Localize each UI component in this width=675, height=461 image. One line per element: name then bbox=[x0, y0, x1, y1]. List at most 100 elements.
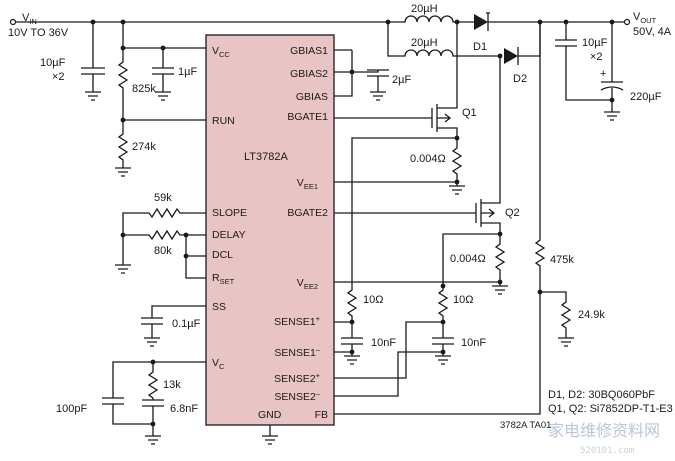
vin-terminal bbox=[9, 18, 17, 26]
ground-icon bbox=[449, 185, 465, 195]
junction-dot bbox=[120, 45, 126, 51]
vin-label: VIN bbox=[22, 12, 37, 26]
r80k-value: 80k bbox=[154, 245, 172, 257]
ic-body bbox=[205, 34, 335, 426]
junction-dot bbox=[440, 349, 446, 355]
junction-dot bbox=[497, 53, 503, 59]
pin-run-label: RUN bbox=[212, 115, 235, 127]
rs1-wire bbox=[451, 138, 463, 186]
r10a-wire bbox=[334, 286, 363, 356]
junction-dot bbox=[349, 349, 355, 355]
junction-dot bbox=[349, 319, 355, 325]
junction-dot bbox=[160, 45, 166, 51]
watermark-text: 家电维修资料网 bbox=[548, 421, 660, 440]
d2-bar bbox=[517, 22, 541, 65]
r475k-value: 475k bbox=[550, 254, 574, 266]
r80k-wire bbox=[123, 229, 206, 279]
r10a-value: 10Ω bbox=[363, 294, 383, 306]
junction-dot bbox=[440, 319, 446, 325]
pin-gbias-label: GBIAS bbox=[296, 91, 328, 103]
r475k-wire bbox=[334, 22, 572, 415]
r24k9-value: 24.9k bbox=[578, 309, 605, 321]
rs2-value: 0.004Ω bbox=[450, 253, 486, 265]
vin-range: 10V TO 36V bbox=[8, 27, 69, 39]
pin-sense1m-label: SENSE1– bbox=[274, 345, 320, 359]
ground-icon bbox=[604, 111, 620, 121]
l2-wire bbox=[387, 22, 500, 57]
cbulk-value: 220µF bbox=[630, 91, 662, 103]
d1-bar bbox=[486, 12, 540, 31]
pin-gnd-label: GND bbox=[258, 409, 282, 421]
cbulk-plus: + bbox=[600, 68, 606, 80]
junction-dot bbox=[440, 283, 446, 289]
pin-gbias2-label: GBIAS2 bbox=[290, 68, 328, 80]
gbias-wire bbox=[334, 49, 389, 97]
junction-dot bbox=[349, 69, 355, 75]
junction-dot bbox=[454, 19, 460, 25]
ground-icon bbox=[144, 337, 160, 347]
cin-qty: ×2 bbox=[52, 71, 65, 83]
pin-vee1-label: VEE1 bbox=[297, 177, 318, 191]
junction-dot bbox=[150, 421, 156, 427]
q1-label: Q1 bbox=[462, 107, 477, 119]
d1-label: D1 bbox=[473, 41, 487, 53]
junction-dot bbox=[385, 19, 391, 25]
pin-sense2p-label: SENSE2+ bbox=[274, 371, 320, 385]
junction-dot bbox=[454, 179, 460, 185]
junction-dot bbox=[120, 232, 126, 238]
d2-icon bbox=[504, 48, 518, 64]
ground-icon bbox=[370, 91, 386, 101]
ground-icon bbox=[262, 435, 278, 445]
c10nb-value: 10nF bbox=[461, 337, 486, 349]
l1-wire bbox=[388, 15, 474, 23]
ground-icon bbox=[558, 337, 574, 347]
r825k-value: 825k bbox=[132, 83, 156, 95]
watermark-url: 520101.com bbox=[580, 446, 634, 456]
figure-id: 3782A TA01 bbox=[500, 420, 551, 431]
ground-icon bbox=[115, 264, 131, 274]
pin-vc-label: VC bbox=[212, 357, 225, 371]
pin-sense2m-label: SENSE2– bbox=[274, 389, 320, 403]
r10b-value: 10Ω bbox=[453, 294, 473, 306]
r59k-wire bbox=[122, 207, 206, 265]
pin-vcc-label: VCC bbox=[212, 45, 230, 59]
junction-dot bbox=[537, 289, 543, 295]
cout-qty: ×2 bbox=[590, 51, 603, 63]
ground-icon bbox=[155, 91, 171, 101]
r13k-wire bbox=[142, 362, 164, 436]
c10na-value: 10nF bbox=[371, 337, 396, 349]
q2-icon bbox=[334, 198, 501, 234]
css-value: 0.1µF bbox=[172, 318, 201, 330]
cin-value: 10µF bbox=[40, 57, 66, 69]
ground-icon bbox=[344, 355, 360, 365]
c6n8-value: 6.8nF bbox=[170, 403, 198, 415]
note-diodes: D1, D2: 30BQ060PbF bbox=[548, 389, 655, 401]
junction-dot bbox=[609, 97, 615, 103]
pin-vee2-label: VEE2 bbox=[297, 277, 318, 291]
pin-sense1p-label: SENSE1+ bbox=[274, 314, 320, 328]
vc-wire bbox=[102, 361, 206, 425]
d1-icon bbox=[474, 14, 488, 30]
r10b-wire bbox=[334, 286, 454, 397]
sense2-wire bbox=[442, 233, 500, 286]
ground-icon bbox=[435, 355, 451, 365]
ground-icon bbox=[145, 435, 161, 445]
q2-label: Q2 bbox=[505, 207, 520, 219]
junction-dot bbox=[497, 279, 503, 285]
c2uf-value: 2µF bbox=[392, 74, 411, 86]
note-mosfets: Q1, Q2: Si7852DP-T1-E3 bbox=[548, 403, 673, 415]
rs1-value: 0.004Ω bbox=[410, 153, 446, 165]
l2-value: 20µH bbox=[411, 37, 438, 49]
pin-slope-label: SLOPE bbox=[212, 207, 247, 219]
junction-dot bbox=[183, 253, 189, 259]
cout-wire bbox=[555, 22, 612, 101]
pin-delay-label: DELAY bbox=[212, 229, 246, 241]
vout-terminal bbox=[623, 18, 631, 26]
d2-label: D2 bbox=[513, 73, 527, 85]
vout-label: VOUT bbox=[633, 11, 657, 25]
c1uf-wire bbox=[152, 48, 174, 92]
cbulk-wire bbox=[600, 22, 624, 112]
ground-icon bbox=[115, 167, 131, 177]
cout-value: 10µF bbox=[582, 37, 608, 49]
pin-ss-label: SS bbox=[212, 301, 226, 313]
